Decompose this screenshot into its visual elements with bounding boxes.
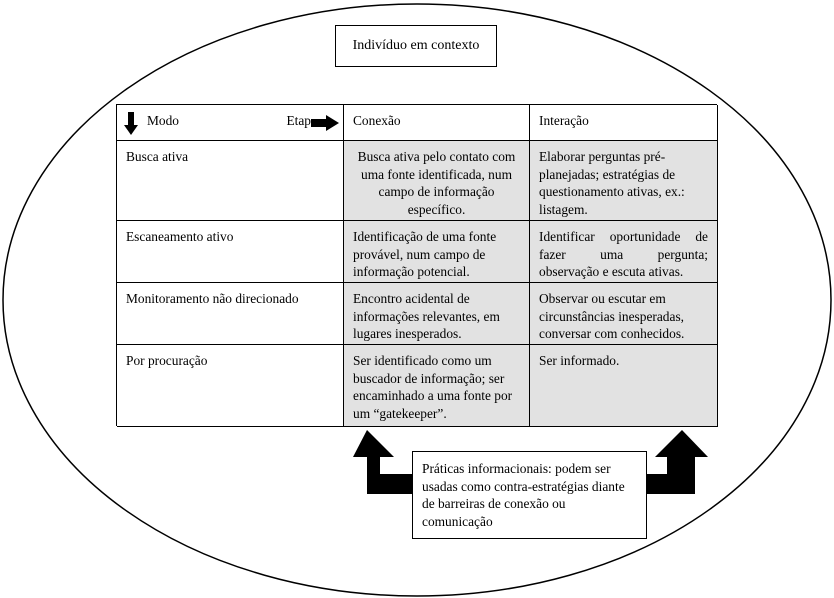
row-interacao: Observar ou escutar em circunstâncias in… <box>530 283 718 345</box>
row-interacao: Ser informado. <box>530 345 718 427</box>
practices-note-text: Práticas informacionais: podem ser usada… <box>422 461 625 529</box>
right-arrow-icon <box>311 115 339 131</box>
header-conexao: Conexão <box>344 105 530 141</box>
row-interacao: Elaborar perguntas pré-planejadas; estra… <box>530 141 718 221</box>
right-up-arrow-icon <box>647 430 708 494</box>
header-interacao: Interação <box>530 105 718 141</box>
context-title: Indivíduo em contexto <box>352 38 480 53</box>
row-conexao: Encontro acidental de informações releva… <box>344 283 530 345</box>
practices-note-box: Práticas informacionais: podem ser usada… <box>412 451 647 539</box>
row-conexao: Busca ativa pelo contato com uma fonte i… <box>344 141 530 221</box>
context-title-box: Indivíduo em contexto <box>335 25 497 67</box>
row-modo: Por procuração <box>117 345 344 427</box>
strategies-table: Modo Etap Conexão Interação Busca ativa … <box>116 104 718 427</box>
row-modo: Escaneamento ativo <box>117 221 344 283</box>
header-modo: Modo <box>147 113 179 128</box>
row-conexao: Ser identificado como um buscador de inf… <box>344 345 530 427</box>
down-arrow-icon <box>124 112 138 135</box>
header-modo-etapa: Modo Etap <box>117 105 344 141</box>
row-interacao: Identificar oportunidade de fazer uma pe… <box>530 221 718 283</box>
header-etap: Etap <box>286 113 311 128</box>
row-modo: Monitoramento não direcionado <box>117 283 344 345</box>
row-conexao: Identificação de uma fonte provável, num… <box>344 221 530 283</box>
row-modo: Busca ativa <box>117 141 344 221</box>
left-up-arrow-icon <box>353 430 412 494</box>
